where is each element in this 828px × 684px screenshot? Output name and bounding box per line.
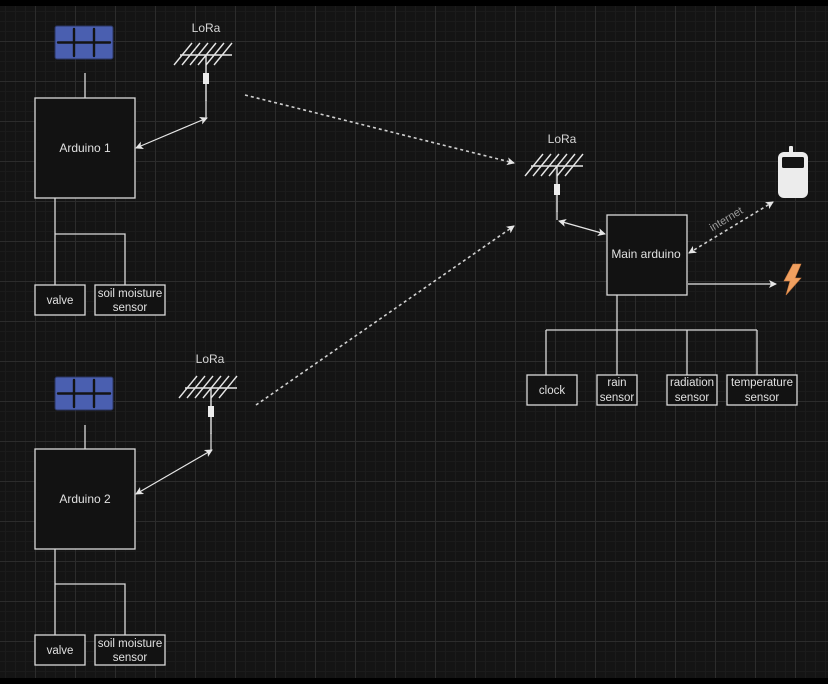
soil-moisture-sensor-2-box[interactable]: soil moisture sensor xyxy=(94,634,166,666)
radiation-sensor-label-line2: sensor xyxy=(675,392,710,404)
rain-sensor-box[interactable]: rain sensor xyxy=(596,374,638,406)
soil-1-label-line2: sensor xyxy=(113,302,148,314)
soil-2-label-line1: soil moisture xyxy=(98,638,163,650)
arduino-1-lora-link xyxy=(135,117,208,149)
mobile-phone[interactable] xyxy=(778,146,808,198)
main-sensor-bus xyxy=(545,295,758,376)
rain-sensor-label-line1: rain xyxy=(607,377,626,389)
soil-2-label-line2: sensor xyxy=(113,652,148,664)
arduino-1-sensor-bus xyxy=(54,198,126,287)
lora-antenna-main[interactable]: LoRa xyxy=(524,132,584,220)
solar-panel-icon xyxy=(53,375,115,412)
mobile-phone-icon xyxy=(778,146,808,198)
solar-panel-icon xyxy=(53,24,115,61)
clock-box[interactable]: clock xyxy=(526,374,578,406)
lora-antenna-1[interactable]: LoRa xyxy=(173,21,233,118)
valve-2-box[interactable]: valve xyxy=(34,634,86,666)
radiation-sensor-box[interactable]: radiation sensor xyxy=(666,374,718,406)
antenna-icon xyxy=(524,153,584,213)
radiation-sensor-label-line1: radiation xyxy=(670,377,714,389)
lightning-bolt-icon xyxy=(783,263,802,296)
arduino-2-sensor-bus xyxy=(54,549,126,636)
soil-moisture-sensor-1-box[interactable]: soil moisture sensor xyxy=(94,284,166,316)
arduino-1-label: Arduino 1 xyxy=(59,141,111,155)
internet-link xyxy=(688,201,774,254)
lora-main-label: LoRa xyxy=(548,132,577,146)
temperature-sensor-label-line1: temperature xyxy=(731,377,793,389)
arduino-1-box[interactable]: Arduino 1 xyxy=(34,97,136,199)
arduino-2-label: Arduino 2 xyxy=(59,492,111,506)
lora-1-to-main-wireless-link xyxy=(244,94,515,166)
arduino-2-lora-link xyxy=(135,449,213,495)
lora-1-label: LoRa xyxy=(192,21,221,35)
valve-1-box[interactable]: valve xyxy=(34,284,86,316)
temperature-sensor-label-line2: sensor xyxy=(745,392,780,404)
temperature-sensor-box[interactable]: temperature sensor xyxy=(726,374,798,406)
soil-1-label-line1: soil moisture xyxy=(98,288,163,300)
clock-label: clock xyxy=(539,385,565,397)
solar-panel-2[interactable] xyxy=(53,375,115,412)
valve-2-label: valve xyxy=(47,645,74,657)
main-arduino-box[interactable]: Main arduino xyxy=(606,214,688,296)
antenna-icon xyxy=(173,42,233,102)
lora-2-to-main-wireless-link xyxy=(255,225,515,406)
antenna-icon xyxy=(178,375,238,435)
solar-panel-1[interactable] xyxy=(53,24,115,61)
valve-1-label: valve xyxy=(47,295,74,307)
lora-2-label: LoRa xyxy=(196,352,225,366)
main-arduino-label: Main arduino xyxy=(611,247,681,261)
power-output[interactable] xyxy=(783,263,802,296)
lora-main-to-main-arduino-link xyxy=(558,219,606,236)
rain-sensor-label-line2: sensor xyxy=(600,392,635,404)
lora-antenna-2[interactable]: LoRa xyxy=(178,352,238,450)
arduino-2-box[interactable]: Arduino 2 xyxy=(34,448,136,550)
